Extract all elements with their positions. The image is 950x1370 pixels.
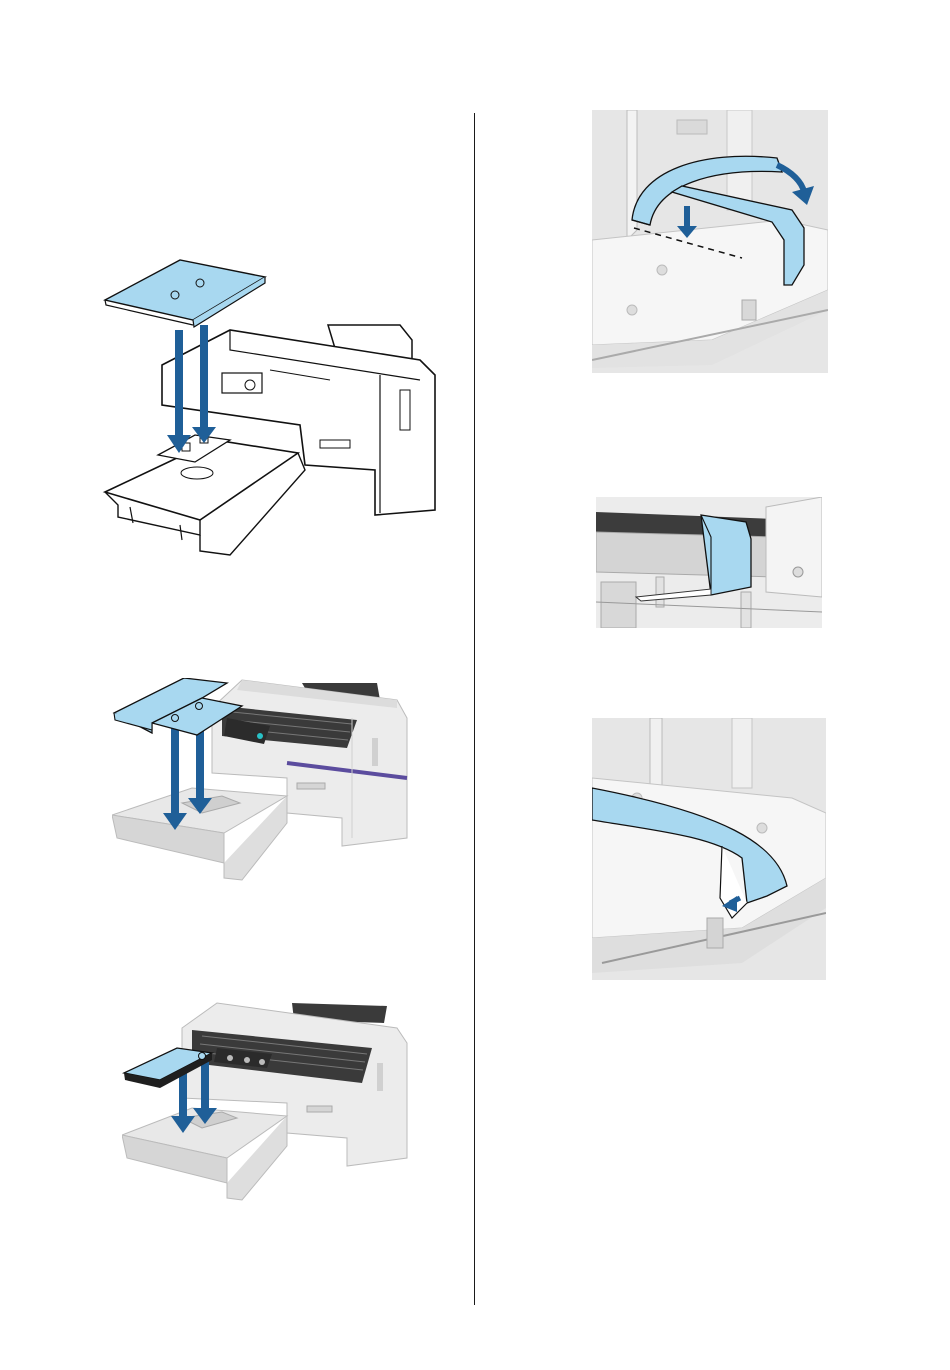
column-divider	[474, 113, 475, 1305]
frame-tuck-icon	[592, 718, 826, 980]
platen-install-rendered-large	[112, 678, 412, 883]
frame-fold-icon	[596, 497, 822, 628]
frame-wrap-icon	[592, 110, 828, 373]
printer-platen-render-large-icon	[112, 678, 412, 883]
platen-install-line-art	[100, 255, 445, 560]
frame-fold-detail	[596, 497, 822, 628]
frame-tuck-detail	[592, 718, 826, 980]
printer-platen-render-small-icon	[122, 998, 412, 1203]
platen-install-rendered-small	[122, 998, 412, 1203]
frame-wrap-detail	[592, 110, 828, 373]
printer-platen-lineart-icon	[100, 255, 445, 560]
